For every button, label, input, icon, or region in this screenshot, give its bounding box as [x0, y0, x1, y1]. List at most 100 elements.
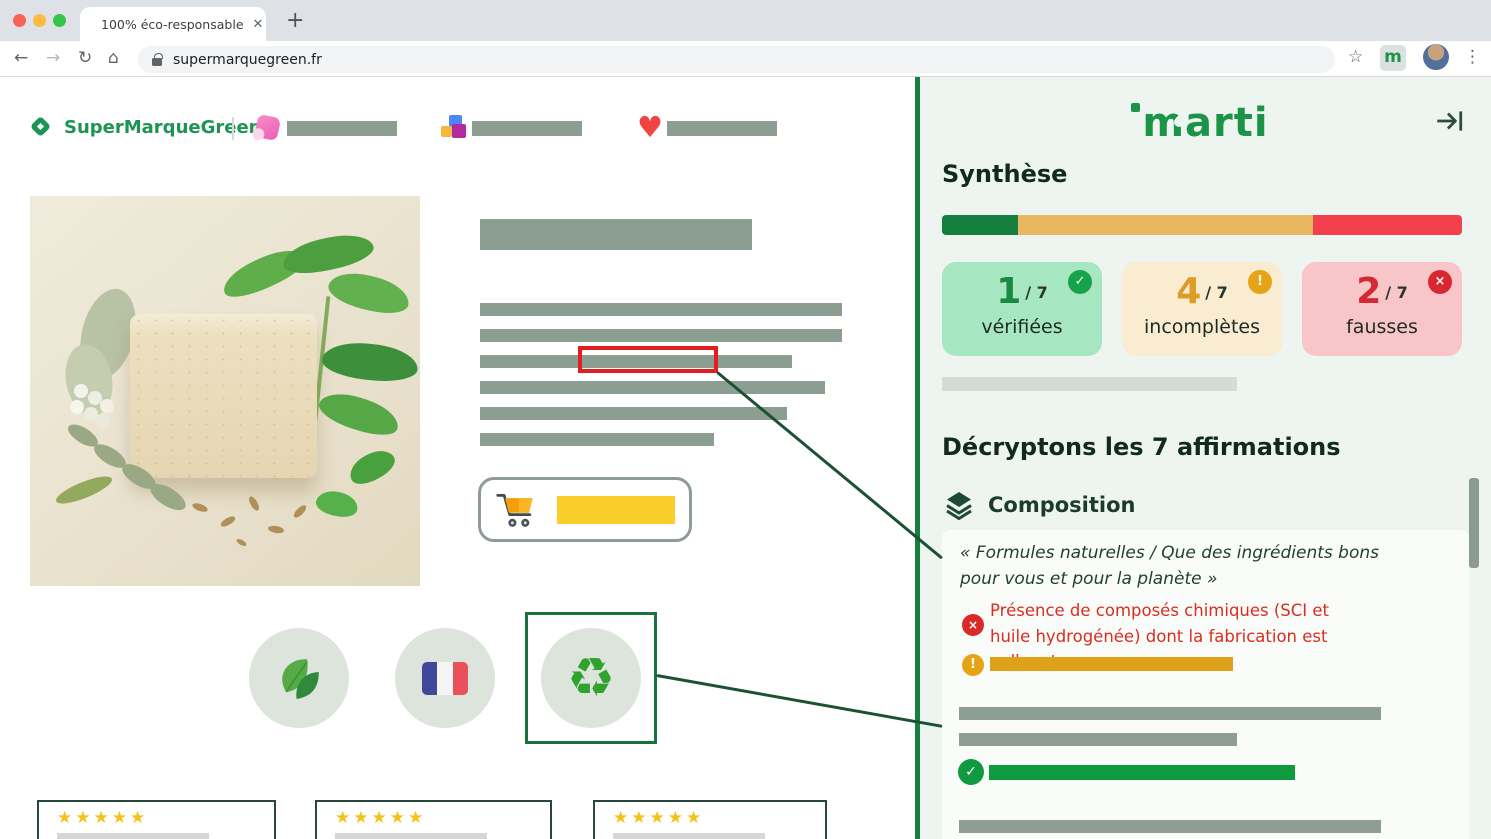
french-flag-icon: [422, 661, 468, 695]
seed: [267, 524, 285, 535]
back-icon[interactable]: ←: [14, 48, 29, 68]
review-card: ★★★★★: [315, 800, 552, 839]
review-card: ★★★★★: [593, 800, 827, 839]
recyclable-badge: ♻: [541, 628, 641, 728]
logo-dot: [1130, 103, 1140, 112]
product-image: [30, 196, 420, 586]
minimize-window-button[interactable]: [33, 14, 46, 27]
text-placeholder: [480, 381, 825, 394]
verified-claim-icon: ✓: [958, 759, 984, 785]
leaf-shape: [313, 487, 361, 521]
claim-highlight-red-box: [578, 346, 718, 373]
verified-label: vérifiées: [981, 316, 1063, 338]
composition-label: Composition: [988, 493, 1136, 517]
incomplete-label: incomplètes: [1144, 316, 1260, 338]
leaf-shape: [279, 228, 377, 280]
progress-incomplete-segment: [1017, 215, 1313, 235]
claim-quote: « Formules naturelles / Que des ingrédie…: [960, 543, 1379, 590]
connector-line-composition: [716, 371, 943, 560]
claims-progress-bar: [942, 215, 1462, 235]
bookmark-star-icon[interactable]: ☆: [1348, 47, 1364, 67]
review-text-placeholder: [335, 833, 487, 839]
address-bar[interactable]: supermarquegreen.fr: [138, 46, 1335, 73]
maximize-window-button[interactable]: [53, 14, 66, 27]
product-title-placeholder: [480, 219, 752, 250]
collapse-panel-icon[interactable]: [1433, 105, 1465, 137]
seed: [291, 503, 309, 520]
claim-detail-card: « Formules naturelles / Que des ingrédie…: [942, 530, 1469, 839]
text-placeholder: [959, 820, 1381, 833]
review-text-placeholder: [613, 833, 765, 839]
claim-highlight-green-box: [525, 612, 657, 744]
connector-line-recycle: [656, 674, 943, 728]
browser-menu-icon[interactable]: ⋮: [1464, 47, 1481, 67]
seed: [191, 501, 209, 514]
forward-icon[interactable]: →: [46, 48, 61, 68]
nav-item-placeholder[interactable]: [667, 121, 777, 136]
progress-false-segment: [1312, 215, 1462, 235]
text-placeholder: [959, 707, 1381, 720]
lock-icon: [152, 52, 163, 66]
white-flowers: [74, 384, 88, 398]
cross-icon: ×: [1428, 270, 1452, 294]
incomplete-count: 4: [1176, 271, 1202, 312]
tab-strip: 100% éco-responsable ✕ +: [0, 0, 1491, 41]
nav-item-placeholder[interactable]: [472, 121, 582, 136]
soap-bar: [130, 314, 317, 478]
home-icon[interactable]: ⌂: [108, 48, 119, 68]
review-card: ★★★★★: [37, 800, 276, 839]
nav-item-placeholder[interactable]: [287, 121, 397, 136]
incomplete-claim-icon: !: [962, 654, 984, 676]
browser-toolbar: ← → ↻ ⌂ supermarquegreen.fr ☆ m ⋮: [0, 41, 1491, 77]
cart-icon: [496, 493, 533, 527]
pink-gem-icon: [253, 113, 282, 142]
url-text: supermarquegreen.fr: [173, 51, 322, 68]
claims-title: Décryptons les 7 affirmations: [942, 433, 1341, 461]
false-count: 2: [1356, 271, 1382, 312]
seed: [219, 514, 237, 529]
profile-avatar[interactable]: [1423, 44, 1449, 70]
synthesis-title: Synthèse: [942, 160, 1068, 188]
close-window-button[interactable]: [13, 14, 26, 27]
layers-icon: [946, 492, 972, 520]
new-tab-button[interactable]: +: [286, 8, 305, 33]
tab-title: 100% éco-responsable: [101, 16, 244, 32]
star-rating: ★★★★★: [57, 808, 149, 828]
leaf-shape: [315, 386, 403, 442]
browser-tab[interactable]: 100% éco-responsable ✕: [80, 7, 266, 41]
reload-icon[interactable]: ↻: [78, 48, 93, 68]
leaf-shape: [325, 266, 413, 320]
star-rating: ★★★★★: [335, 808, 427, 828]
progress-verified-segment: [942, 215, 1018, 235]
text-placeholder: [959, 733, 1237, 746]
header-divider: [232, 117, 234, 140]
text-placeholder: [480, 433, 714, 446]
composition-section-header[interactable]: Composition: [944, 490, 1136, 520]
leaf-blade: [53, 471, 115, 509]
made-in-france-badge: [395, 628, 495, 728]
panel-scrollbar-thumb[interactable]: [1469, 478, 1479, 568]
false-stat-card: 2/ 7 fausses ×: [1302, 262, 1462, 356]
leaf-shape: [320, 339, 420, 385]
text-placeholder: [480, 303, 842, 316]
star-rating: ★★★★★: [613, 808, 705, 828]
false-claim-icon: ×: [962, 614, 984, 636]
color-cubes-icon: [441, 115, 467, 141]
seed: [235, 537, 248, 548]
verified-claim-placeholder: [989, 765, 1295, 780]
verified-stat-card: 1/ 7 vérifiées ✓: [942, 262, 1102, 356]
check-seal-icon: ✓: [1068, 270, 1092, 294]
false-label: fausses: [1346, 316, 1418, 338]
lavender-sprig: [146, 478, 190, 516]
marti-extension-panel: marti Synthèse 1/ 7 vérifiées ✓ 4/ 7: [915, 77, 1491, 839]
brand-name[interactable]: SuperMarqueGreen: [64, 117, 262, 138]
brand-diamond-icon: [29, 115, 52, 138]
text-placeholder: [480, 329, 842, 342]
heart-icon: ♥: [637, 110, 663, 144]
cart-label-placeholder: [557, 495, 675, 524]
add-to-cart-button[interactable]: [478, 477, 692, 542]
tab-close-icon[interactable]: ✕: [252, 16, 264, 32]
marti-extension-icon[interactable]: m: [1380, 45, 1406, 71]
exclamation-icon: !: [1248, 270, 1272, 294]
